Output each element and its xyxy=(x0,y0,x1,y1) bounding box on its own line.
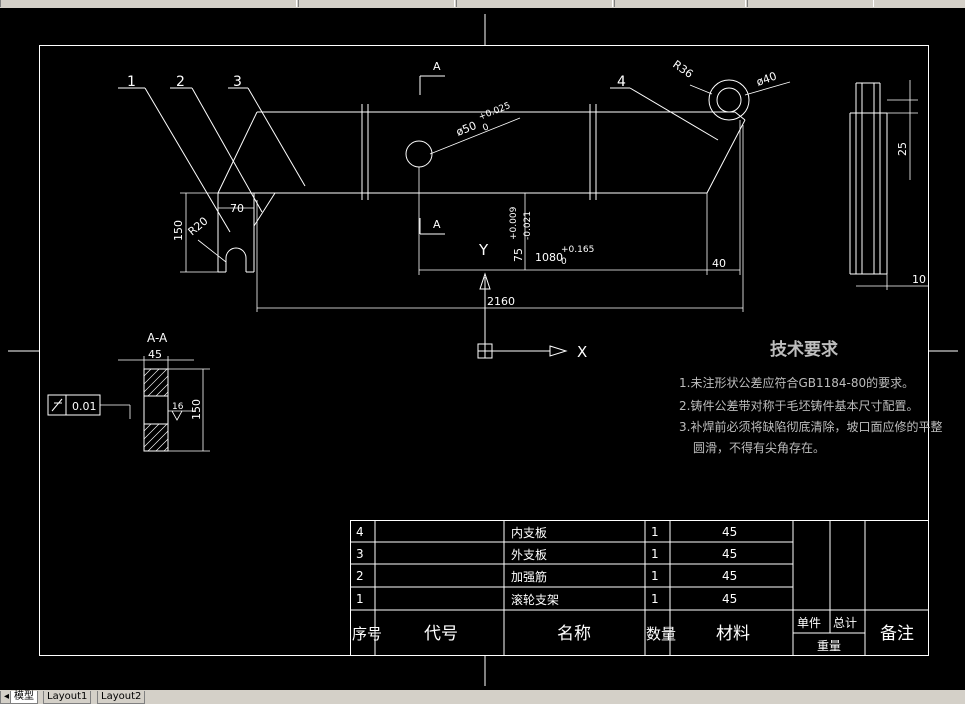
bom-header-total: 总计 xyxy=(833,616,857,630)
x-axis-label: X xyxy=(577,343,587,361)
bom-row-qty: 1 xyxy=(651,525,659,539)
bom-header-remark: 备注 xyxy=(880,624,914,644)
tech-item-1: 1.未注形状公差应符合GB1184-80的要求。 xyxy=(679,375,914,390)
dim-1080-tol-up: +0.165 xyxy=(561,245,594,255)
balloon-2: 2 xyxy=(176,74,185,90)
bom-header-name: 名称 xyxy=(557,624,591,644)
dim-hole-tol-up: +0.025 xyxy=(477,101,512,123)
dim-45: 45 xyxy=(148,348,162,361)
section-view xyxy=(100,356,210,452)
dim-75-tol-low: -0.021 xyxy=(523,211,533,240)
tech-item-2: 2.铸件公差带对称于毛坯铸件基本尺寸配置。 xyxy=(679,398,918,413)
balloon-4: 4 xyxy=(617,74,626,90)
balloon-leaders xyxy=(118,87,719,233)
tab-layout1[interactable]: Layout1 xyxy=(43,691,92,704)
bom-row-index: 1 xyxy=(356,592,364,606)
dim-70: 70 xyxy=(230,202,244,215)
layout-tab-bar: ◂ 模型 Layout1 Layout2 xyxy=(0,690,965,704)
section-label-top: A xyxy=(433,60,441,73)
toolbar-strip xyxy=(0,0,965,8)
toolbar-segment[interactable] xyxy=(456,0,613,7)
bom-header-qty: 数量 xyxy=(646,625,676,643)
balloon-1: 1 xyxy=(127,74,136,90)
bom-row-qty: 1 xyxy=(651,592,659,606)
dim-150-left: 150 xyxy=(172,220,185,241)
bom-row-material: 45 xyxy=(722,525,737,539)
bom-header-material: 材料 xyxy=(716,624,750,644)
section-view-label: A-A xyxy=(147,331,168,345)
section-label-bottom: A xyxy=(433,218,441,231)
dim-75-tol-up: +0.009 xyxy=(509,206,519,240)
bom-row-qty: 1 xyxy=(651,547,659,561)
toolbar-segment[interactable] xyxy=(298,0,455,7)
toolbar-segment[interactable] xyxy=(0,0,297,7)
section-cut-markers xyxy=(419,75,445,235)
dim-150-section: 150 xyxy=(190,399,203,420)
bom-row-qty: 1 xyxy=(651,569,659,583)
side-view xyxy=(849,80,928,290)
dim-16: 16 xyxy=(172,402,184,412)
bom-row-name: 加强筋 xyxy=(511,569,547,584)
left-bracket xyxy=(217,192,276,273)
dimension-lines xyxy=(180,81,791,312)
dim-hole-tol-low: 0 xyxy=(481,122,490,134)
tech-title: 技术要求 xyxy=(770,339,838,360)
dim-10: 10 xyxy=(912,273,926,286)
dim-d40: ø40 xyxy=(755,70,779,89)
bom-row-material: 45 xyxy=(722,592,737,606)
bom-row-material: 45 xyxy=(722,569,737,583)
bom-header-index: 序号 xyxy=(352,625,382,643)
dim-r36: R36 xyxy=(670,58,695,81)
ucs-icon xyxy=(477,272,568,359)
balloon-3: 3 xyxy=(233,74,242,90)
bom-row-material: 45 xyxy=(722,547,737,561)
dim-75: 75 xyxy=(512,248,525,262)
bom-row-name: 滚轮支架 xyxy=(511,592,559,607)
bom-header-weight: 重量 xyxy=(817,639,841,653)
dim-2160: 2160 xyxy=(487,295,515,308)
toolbar-segment[interactable] xyxy=(747,0,874,7)
tab-model[interactable]: 模型 xyxy=(10,691,38,704)
bom-row-index: 3 xyxy=(356,547,364,561)
tech-item-3: 3.补焊前必须将缺陷彻底清除，坡口面应修的平整 xyxy=(679,419,942,434)
tab-layout2[interactable]: Layout2 xyxy=(97,691,146,704)
dim-25: 25 xyxy=(896,142,909,156)
toolbar-segment[interactable] xyxy=(614,0,746,7)
dim-1080-tol-low: 0 xyxy=(561,257,567,267)
tolerance-value: 0.01 xyxy=(72,400,97,413)
bom-header-unit: 单件 xyxy=(797,616,821,630)
y-axis-label: Y xyxy=(478,241,489,259)
drawing-canvas[interactable]: 1 2 3 4 A A ø50 +0.025 0 R36 ø40 R20 70 xyxy=(0,8,965,690)
bom-header-code: 代号 xyxy=(424,624,458,644)
tolerance-frame xyxy=(47,394,101,416)
bom-table xyxy=(350,520,929,656)
tech-item-4: 圆滑，不得有尖角存在。 xyxy=(693,440,825,455)
bom-row-name: 内支板 xyxy=(511,526,547,540)
dim-r20: R20 xyxy=(186,214,211,238)
main-beam xyxy=(217,79,750,200)
dim-1080: 1080 xyxy=(535,251,563,264)
bom-row-name: 外支板 xyxy=(511,548,547,562)
bom-row-index: 2 xyxy=(356,569,364,583)
bom-row-index: 4 xyxy=(356,525,364,539)
dim-40-bottom: 40 xyxy=(712,257,726,270)
